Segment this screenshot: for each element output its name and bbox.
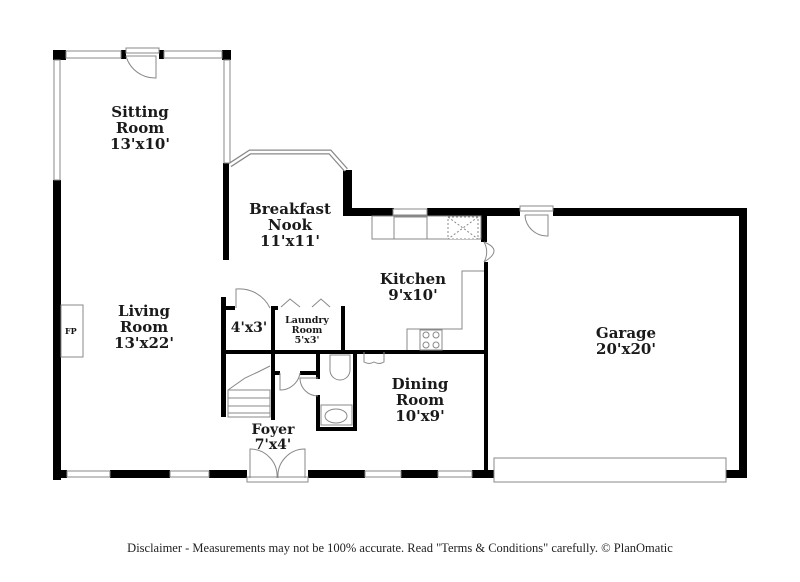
room-name-line: Foyer	[251, 422, 295, 438]
room-garage: Garage 20'x20'	[595, 324, 657, 358]
room-closet: 4'x3'	[231, 321, 267, 336]
room-dimensions: 9'x10'	[388, 285, 438, 304]
room-dining: Dining Room 10'x9'	[391, 375, 449, 425]
room-name-line: Laundry	[285, 315, 329, 326]
room-breakfast-nook: Breakfast Nook 11'x11'	[249, 200, 331, 250]
windows	[53, 50, 473, 478]
room-dimensions: 13'x10'	[110, 134, 170, 153]
room-name-line: Sitting	[111, 103, 169, 121]
room-dimensions: 20'x20'	[596, 339, 656, 358]
room-dimensions: 7'x4'	[254, 436, 292, 453]
room-foyer: Foyer 7'x4'	[252, 423, 295, 452]
interior-walls	[221, 297, 485, 431]
room-laundry: Laundry Room 5'x3'	[285, 316, 329, 346]
exterior-walls	[53, 50, 747, 480]
room-name-line: Room	[395, 390, 445, 409]
disclaimer-text: Disclaimer - Measurements may not be 100…	[127, 541, 673, 555]
room-name-line: Living	[117, 302, 171, 320]
room-dimensions: 4'x3'	[230, 320, 268, 336]
fireplace-label: FP	[65, 326, 77, 336]
room-sitting: Sitting Room 13'x10'	[110, 103, 170, 153]
fixtures	[60, 215, 727, 483]
room-name-line: Garage	[595, 324, 657, 342]
room-name-line: Kitchen	[379, 270, 447, 288]
room-name-line: Dining	[391, 375, 449, 393]
room-name-line: Nook	[267, 215, 313, 234]
room-living: Living Room 13'x22'	[114, 302, 174, 352]
doors	[125, 47, 554, 483]
room-dimensions: 11'x11'	[260, 231, 320, 250]
room-name-line: Room	[115, 118, 165, 137]
room-name-line: Breakfast	[249, 200, 331, 218]
room-dimensions: 5'x3'	[294, 334, 320, 346]
room-name-line: Room	[291, 324, 323, 336]
room-kitchen: Kitchen 9'x10'	[379, 270, 447, 304]
room-dimensions: 13'x22'	[114, 333, 174, 352]
room-dimensions: 10'x9'	[395, 406, 445, 425]
room-name-line: Room	[119, 317, 169, 336]
